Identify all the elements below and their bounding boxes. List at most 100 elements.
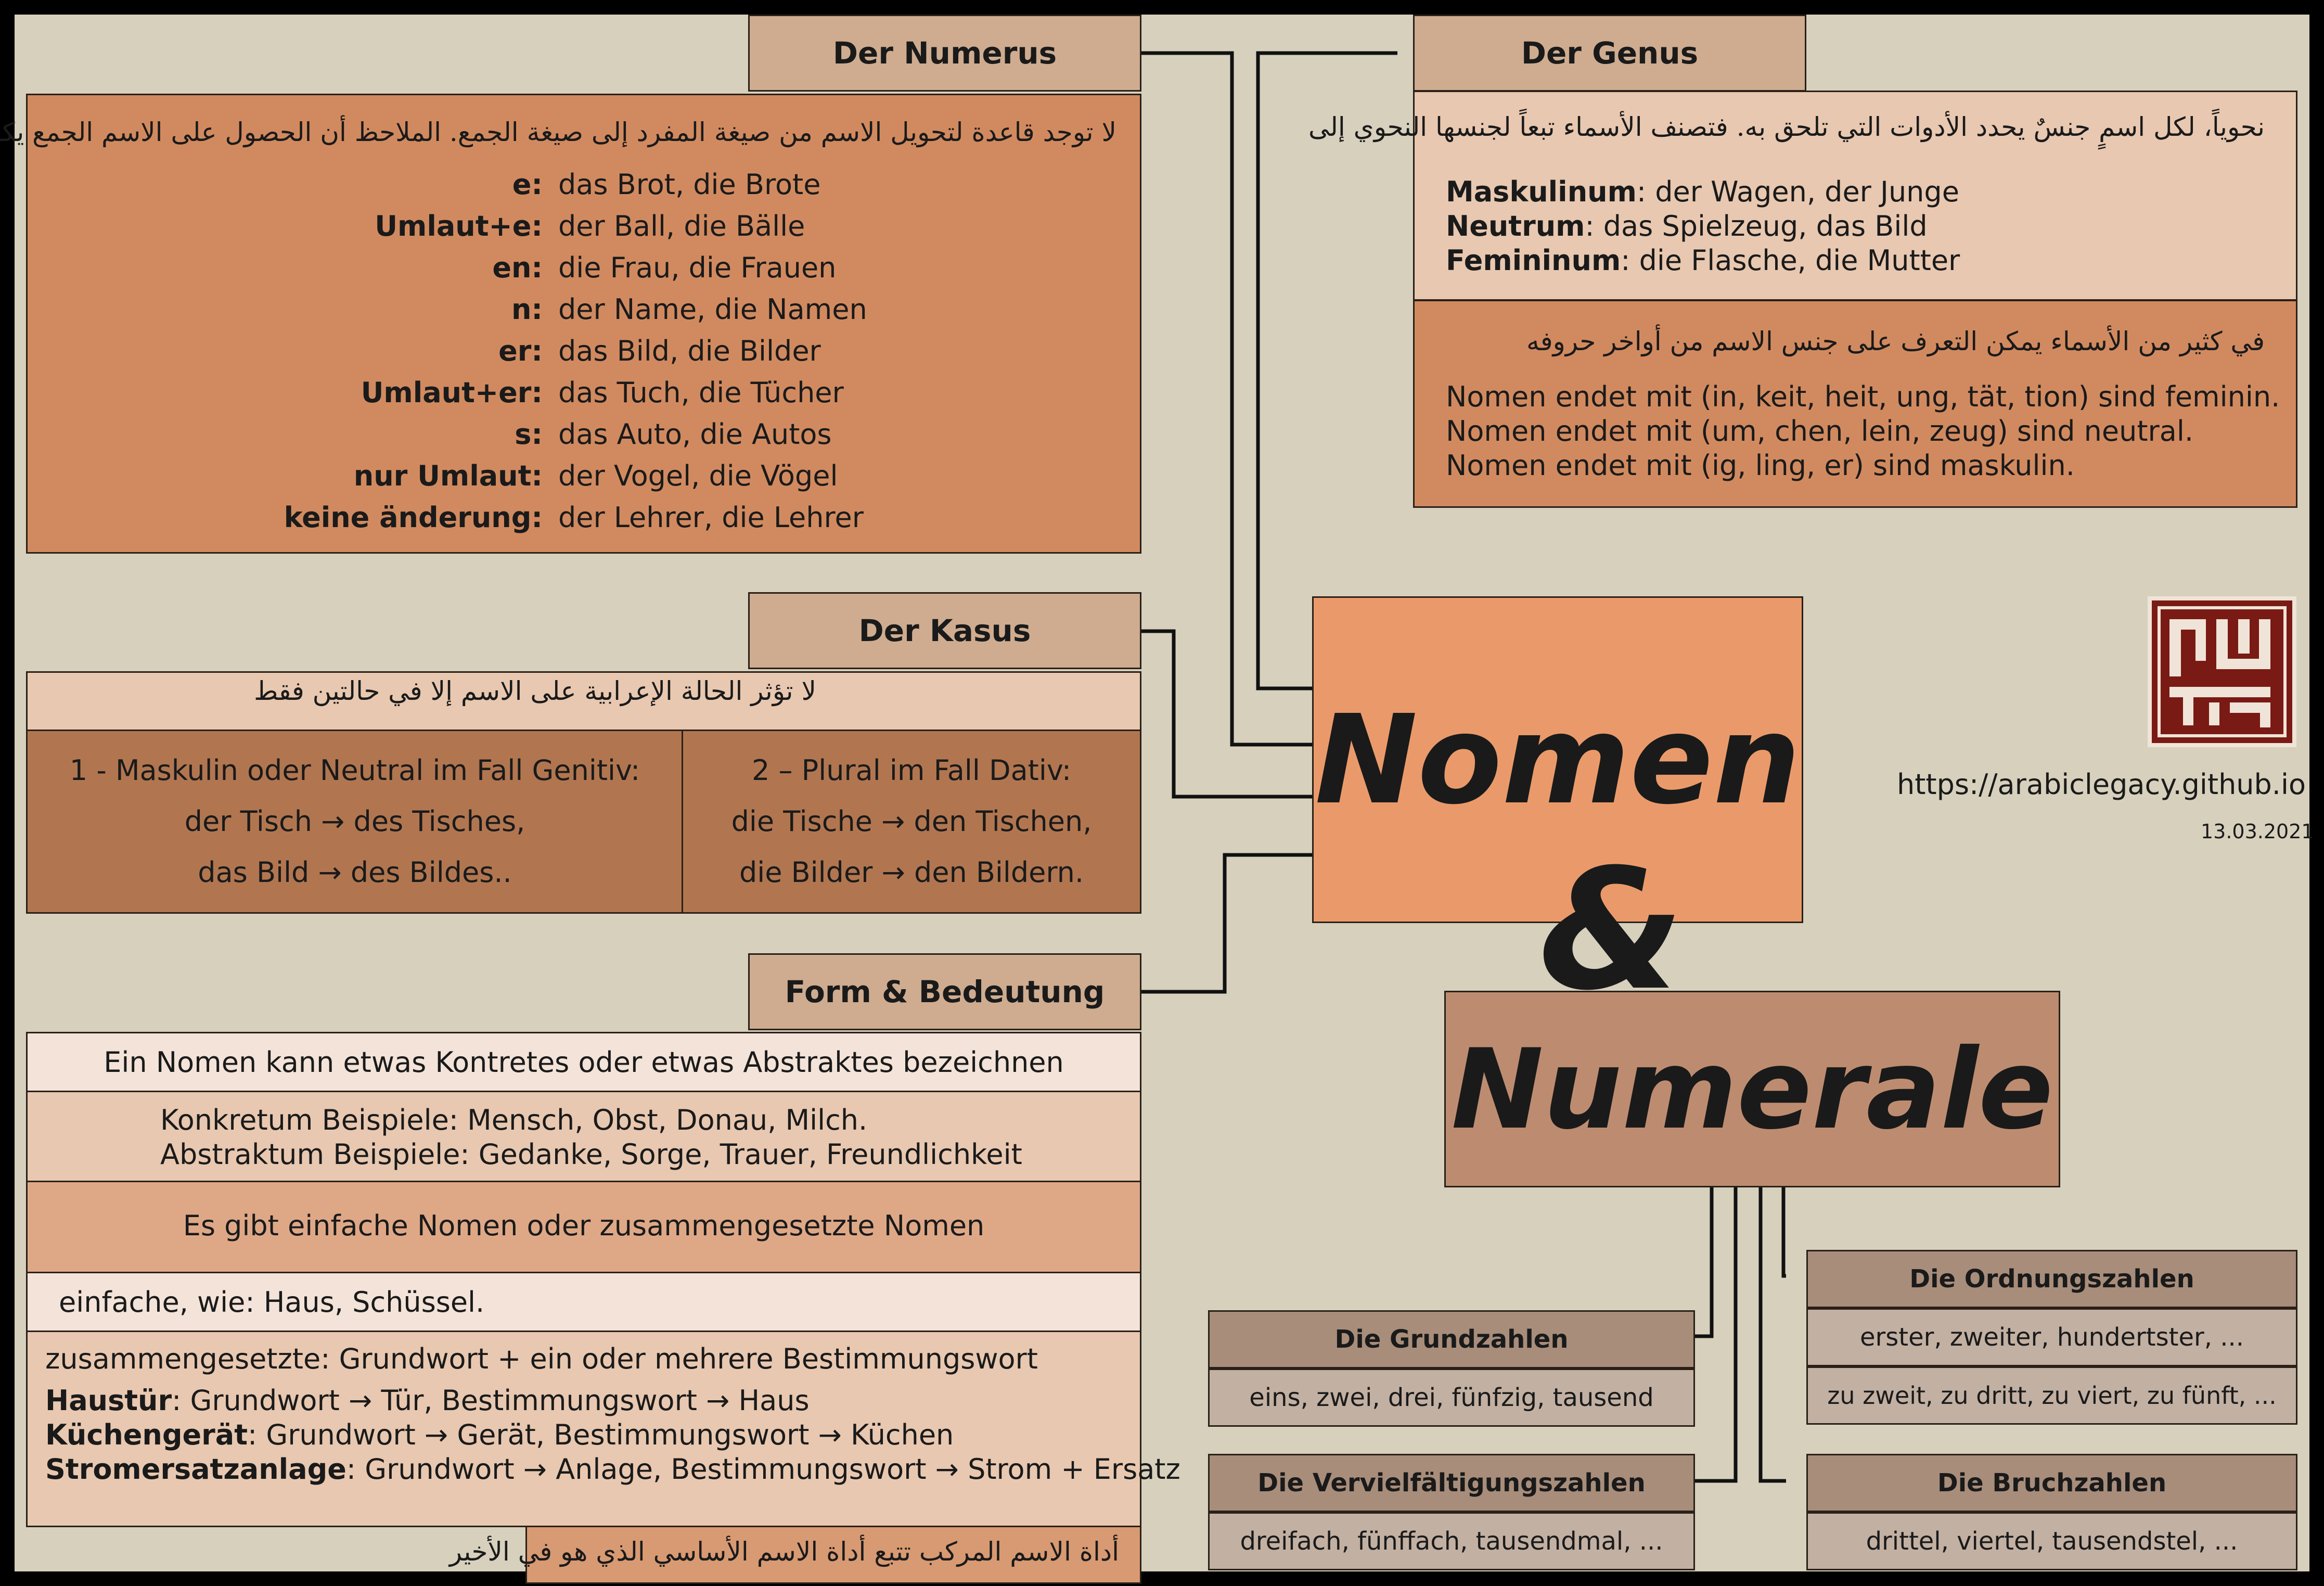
form-line3-panel: Es gibt einfache Nomen oder zusammengese… (26, 1181, 1141, 1273)
connector-grund (1693, 1185, 1714, 1338)
genus-term: Femininum (1446, 244, 1621, 277)
plural-rule-label: en: (492, 251, 543, 284)
plural-rule-label: nur Umlaut: (353, 459, 543, 492)
plural-rule-label: s: (515, 418, 543, 451)
genus-examples: : die Flasche, die Mutter (1621, 244, 1960, 277)
form-zusammen-panel: zusammengesetzte: Grundwort + ein oder m… (26, 1331, 1180, 1527)
plural-rule-example: das Brot, die Brote (558, 168, 821, 201)
form-abstrakt: Abstraktum Beispiele: Gedanke, Sorge, Tr… (160, 1138, 1022, 1171)
vervielfaeltigung-title: Die Vervielfältigungszahlen (1257, 1468, 1646, 1498)
compound-example: Haustür: Grundwort → Tür, Bestimmungswor… (45, 1384, 810, 1417)
grundzahlen-title: Die Grundzahlen (1334, 1325, 1569, 1354)
kasus-right-panel: 2 – Plural im Fall Dativ:die Tische → de… (682, 730, 1141, 914)
kasus-right-line: die Bilder → den Bildern. (739, 856, 1084, 889)
kasus-intro: لا تؤثر الحالة الإعرابية على الاسم إلا ف… (254, 676, 816, 706)
genus-item: Maskulinum: der Wagen, der Junge (1446, 175, 1959, 208)
plural-rule-example: der Lehrer, die Lehrer (558, 501, 864, 534)
genus-term: Maskulinum (1446, 175, 1637, 208)
site-url: https://arabiclegacy.github.io (1897, 768, 2306, 801)
genus-item: Neutrum: das Spielzeug, das Bild (1446, 210, 1928, 242)
genus-intro-panel: نحوياً، لكل اسمٍ جنسٌ يحدد الأدوات التي … (1308, 91, 2297, 301)
form-zusammen: zusammengesetzte: Grundwort + ein oder m… (45, 1342, 1038, 1375)
connector-ordnung (1781, 1185, 1786, 1278)
compound-term: Stromersatzanlage (45, 1453, 346, 1486)
ordnungszahlen-text2: zu zweit, zu dritt, zu viert, zu fünft, … (1827, 1382, 2277, 1410)
connector-lines (1140, 51, 1786, 1483)
genus-item: Femininum: die Flasche, die Mutter (1446, 244, 1960, 277)
ampersand: & (1539, 834, 1685, 1027)
genus-term: Neutrum (1446, 210, 1585, 242)
plural-rule-label: n: (511, 293, 543, 326)
genus-endings-intro: في كثير من الأسماء يمكن التعرف على جنس ا… (1526, 326, 2265, 356)
connector-verviel (1693, 1185, 1738, 1483)
grundzahlen-text-box: eins, zwei, drei, fünfzig, tausend (1208, 1368, 1695, 1427)
plural-rule-example: die Frau, die Frauen (558, 251, 837, 284)
genus-ending-rule: Nomen endet mit (um, chen, lein, zeug) s… (1446, 415, 2193, 447)
plural-rule-label: keine änderung: (284, 501, 543, 534)
bruchzahlen-title: Die Bruchzahlen (1937, 1468, 2167, 1498)
kasus-left-line: 1 - Maskulin oder Neutral im Fall Geniti… (69, 754, 640, 787)
numerus-title: Der Numerus (748, 15, 1141, 92)
nomen-box: Nomen (1312, 596, 1803, 923)
compound-term: Küchengerät (45, 1418, 248, 1451)
ordnungszahlen-title-box: Die Ordnungszahlen (1806, 1250, 2297, 1308)
bruchzahlen-title-box: Die Bruchzahlen (1806, 1454, 2297, 1512)
compound-analysis: : Grundwort → Anlage, Bestimmungswort → … (346, 1453, 1180, 1486)
numerus-panel: لا توجد قاعدة لتحويل الاسم من صيغة المفر… (0, 94, 1141, 554)
numerus-intro: لا توجد قاعدة لتحويل الاسم من صيغة المفر… (0, 117, 1116, 147)
vervielfaeltigung-title-box: Die Vervielfältigungszahlen (1208, 1454, 1695, 1512)
bruchzahlen-text-box: drittel, viertel, tausendstel, ... (1806, 1512, 2297, 1570)
form-einfache: einfache, wie: Haus, Schüssel. (59, 1286, 485, 1319)
form-note: أداة الاسم المركب تتبع أداة الاسم الأساس… (449, 1537, 1119, 1567)
plural-rule-example: das Bild, die Bilder (558, 335, 821, 367)
form-title: Form & Bedeutung (748, 953, 1141, 1030)
arabic-legacy-logo (2148, 596, 2296, 747)
genus-title: Der Genus (1413, 15, 1806, 92)
compound-analysis: : Grundwort → Tür, Bestimmungswort → Hau… (172, 1384, 810, 1417)
plural-rule-example: der Ball, die Bälle (558, 210, 805, 242)
compound-term: Haustür (45, 1384, 172, 1417)
plural-rule-label: Umlaut+er: (361, 376, 543, 409)
form-line3: Es gibt einfache Nomen oder zusammengese… (183, 1209, 985, 1242)
genus-intro: نحوياً، لكل اسمٍ جنسٌ يحدد الأدوات التي … (1308, 112, 2265, 142)
connector-bruch (1758, 1185, 1786, 1483)
date: 13.03.2021 (2201, 820, 2314, 843)
plural-rule-label: e: (512, 168, 543, 201)
grundzahlen-text: eins, zwei, drei, fünfzig, tausend (1249, 1383, 1654, 1412)
diagram-canvas: Der Numerus لا توجد قاعدة لتحويل الاسم م… (0, 15, 2314, 1584)
ordnungszahlen-text1-box: erster, zweiter, hundertster, ... (1806, 1308, 2297, 1366)
kasus-right-line: die Tische → den Tischen, (731, 805, 1092, 838)
form-einfache-panel: einfache, wie: Haus, Schüssel. (26, 1272, 1141, 1332)
bruchzahlen-text: drittel, viertel, tausendstel, ... (1866, 1527, 2238, 1556)
plural-rule-example: der Vogel, die Vögel (558, 459, 838, 492)
compound-example: Stromersatzanlage: Grundwort → Anlage, B… (45, 1453, 1180, 1486)
genus-ending-rule: Nomen endet mit (in, keit, heit, ung, tä… (1446, 380, 2280, 413)
grundzahlen-title-box: Die Grundzahlen (1208, 1310, 1695, 1368)
compound-analysis: : Grundwort → Gerät, Bestimmungswort → K… (248, 1418, 954, 1451)
kasus-left-line: der Tisch → des Tisches, (184, 805, 525, 838)
vervielfaeltigung-text: dreifach, fünffach, tausendmal, ... (1240, 1527, 1663, 1556)
nomen-title: Nomen (1315, 688, 1801, 832)
form-konkret: Konkretum Beispiele: Mensch, Obst, Donau… (160, 1104, 868, 1136)
plural-rule-example: der Name, die Namen (558, 293, 867, 326)
kasus-intro-panel: لا تؤثر الحالة الإعرابية على الاسم إلا ف… (26, 671, 1141, 732)
connector-kasus (1140, 629, 1312, 799)
kasus-left-line: das Bild → des Bildes.. (198, 856, 512, 889)
numerale-box: Numerale (1444, 991, 2060, 1187)
numerale-title: Numerale (1451, 1025, 2053, 1154)
genus-examples: : der Wagen, der Junge (1636, 175, 1959, 208)
ordnungszahlen-title: Die Ordnungszahlen (1909, 1264, 2194, 1294)
plural-rule-example: das Auto, die Autos (558, 418, 832, 451)
form-line1: Ein Nomen kann etwas Kontretes oder etwa… (104, 1046, 1064, 1079)
compound-example: Küchengerät: Grundwort → Gerät, Bestimmu… (45, 1418, 954, 1451)
genus-ending-rule: Nomen endet mit (ig, ling, er) sind mask… (1446, 449, 2075, 482)
form-note-panel: أداة الاسم المركب تتبع أداة الاسم الأساس… (450, 1526, 1141, 1584)
plural-rule-example: das Tuch, die Tücher (558, 376, 844, 409)
connector-numerus (1140, 51, 1312, 747)
connector-form (1140, 853, 1312, 994)
form-examples-panel: Konkretum Beispiele: Mensch, Obst, Donau… (26, 1091, 1141, 1182)
kasus-title: Der Kasus (748, 592, 1141, 669)
vervielfaeltigung-text-box: dreifach, fünffach, tausendmal, ... (1208, 1512, 1695, 1570)
ordnungszahlen-text1: erster, zweiter, hundertster, ... (1860, 1323, 2244, 1352)
connector-genus (1256, 51, 1397, 690)
